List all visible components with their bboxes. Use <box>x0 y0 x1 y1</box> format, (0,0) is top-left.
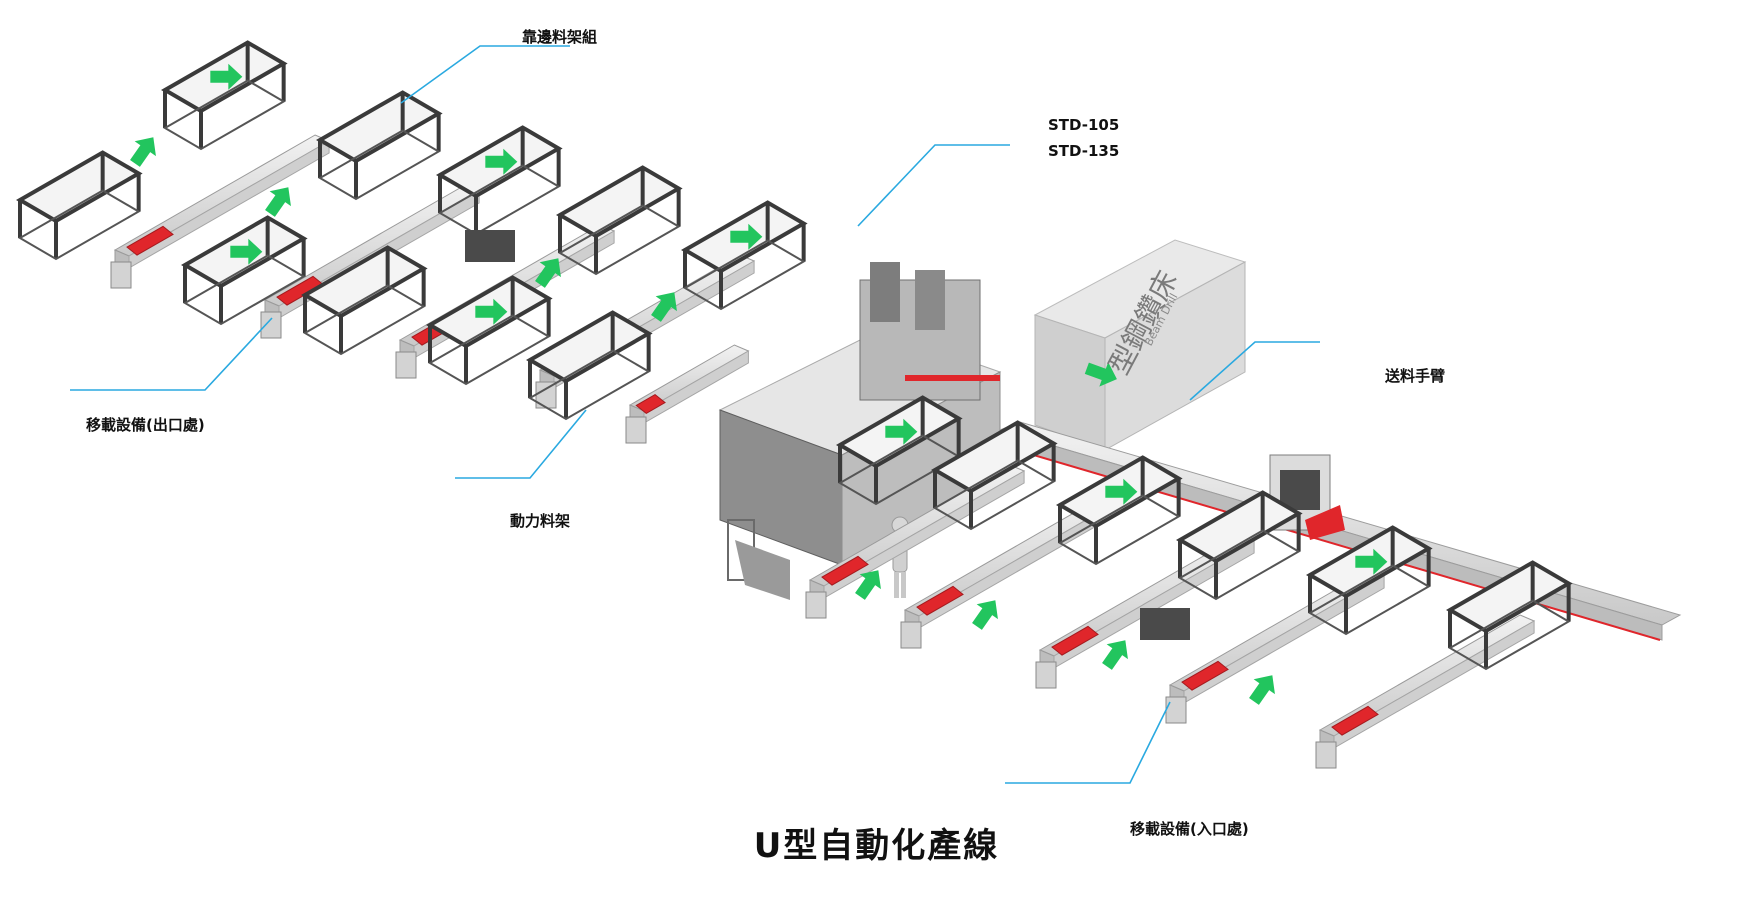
rack-base-frame <box>438 164 561 236</box>
flow-arrow <box>1249 675 1275 705</box>
rack-base-frame <box>318 129 441 201</box>
label-transfer-exit: 移載設備(出口處) <box>86 416 205 434</box>
label-feed-arm: 送料手臂 <box>1385 367 1446 385</box>
rack-base-frame <box>1308 564 1431 636</box>
flow-arrow <box>1084 362 1117 387</box>
flow-arrow <box>972 600 998 630</box>
rack-base-frame <box>163 79 286 151</box>
std-drilling-machine <box>718 262 1002 600</box>
side-rack <box>301 245 428 356</box>
model-list: STD-105 STD-135 <box>1048 112 1119 164</box>
rail-leg <box>1165 696 1187 724</box>
side-rack <box>1446 560 1573 671</box>
rack-base-frame <box>1448 599 1571 671</box>
side-rack <box>836 395 963 506</box>
side-rack <box>556 165 683 276</box>
rail-leg <box>805 591 827 619</box>
conveyor-rail <box>1315 614 1536 769</box>
rack-base-frame <box>528 349 651 421</box>
rack-base-frame <box>183 254 306 326</box>
side-rack <box>436 125 563 236</box>
upper-side-racks <box>16 40 808 421</box>
side-rack <box>681 200 808 311</box>
side-rack <box>16 150 143 261</box>
red-carriage <box>916 585 964 616</box>
flow-arrow <box>855 570 881 600</box>
rail-leg <box>1315 741 1337 769</box>
rack-base-frame <box>303 284 426 356</box>
conveyor-rail <box>900 494 1121 649</box>
flow-arrow <box>130 137 156 167</box>
callout-side-rack-group <box>400 45 570 104</box>
callout-transfer-exit <box>70 317 273 391</box>
rack-base-frame <box>18 189 141 261</box>
rack-base-frame <box>1058 494 1181 566</box>
flow-arrow <box>265 187 291 217</box>
rail-leg <box>395 351 417 379</box>
rail-leg <box>900 621 922 649</box>
flow-arrow <box>885 418 918 445</box>
rail-leg <box>260 311 282 339</box>
lower-side-racks <box>836 395 1573 671</box>
page-title: U型自動化產線 <box>753 826 1000 866</box>
label-side-rack-group: 靠邊料架組 <box>522 28 598 46</box>
flow-arrow <box>1102 640 1128 670</box>
red-carriage <box>126 225 174 256</box>
beam-drill-housing <box>1033 239 1247 451</box>
side-rack <box>1176 490 1303 601</box>
rack-base-frame <box>558 204 681 276</box>
flow-arrow <box>535 258 561 288</box>
callout-transfer-entry <box>1005 701 1171 784</box>
side-rack <box>316 90 443 201</box>
callout-powered-rack <box>455 409 587 479</box>
side-rack <box>931 420 1058 531</box>
flow-arrow <box>651 292 677 322</box>
rack-base-frame <box>933 459 1056 531</box>
side-rack <box>426 275 553 386</box>
model-std-135: STD-135 <box>1048 142 1120 160</box>
flow-arrow <box>230 238 263 265</box>
side-rack <box>161 40 288 151</box>
rack-top-frame <box>316 90 443 164</box>
hydraulic-unit <box>465 230 515 262</box>
rail-leg <box>625 416 647 444</box>
flow-arrow <box>210 63 243 90</box>
side-rack <box>526 310 653 421</box>
rail-side <box>1053 540 1255 669</box>
conveyor-rail <box>110 134 331 289</box>
red-carriage <box>1181 660 1229 691</box>
rack-base-frame <box>1178 529 1301 601</box>
red-carriage <box>821 555 869 586</box>
label-powered-rack: 動力料架 <box>510 512 571 530</box>
model-std-105: STD-105 <box>1048 116 1120 134</box>
rail-side <box>1333 620 1535 749</box>
rack-base-frame <box>683 239 806 311</box>
flow-arrow <box>730 223 763 250</box>
callout-lines <box>70 45 1320 784</box>
flow-arrow <box>1105 478 1138 505</box>
flow-arrow <box>485 148 518 175</box>
flow-arrows <box>130 137 1275 705</box>
rack-top-frame <box>556 165 683 239</box>
flow-arrow <box>1355 548 1388 575</box>
callout-std-model <box>857 144 1010 227</box>
side-rack <box>181 215 308 326</box>
side-rack <box>1306 525 1433 636</box>
rail-leg <box>1035 661 1057 689</box>
red-carriage <box>1331 705 1379 736</box>
flow-arrow <box>475 298 508 325</box>
hydraulic-unit <box>1140 608 1190 640</box>
conveyor-rail <box>625 344 750 444</box>
side-rack <box>1056 455 1183 566</box>
rack-top-frame <box>16 150 143 224</box>
label-transfer-entry: 移載設備(入口處) <box>1130 820 1249 838</box>
rack-base-frame <box>428 314 551 386</box>
rail-leg <box>110 261 132 289</box>
red-carriage <box>635 393 666 415</box>
callout-feed-arm <box>1189 341 1320 401</box>
red-carriage <box>1051 625 1099 656</box>
